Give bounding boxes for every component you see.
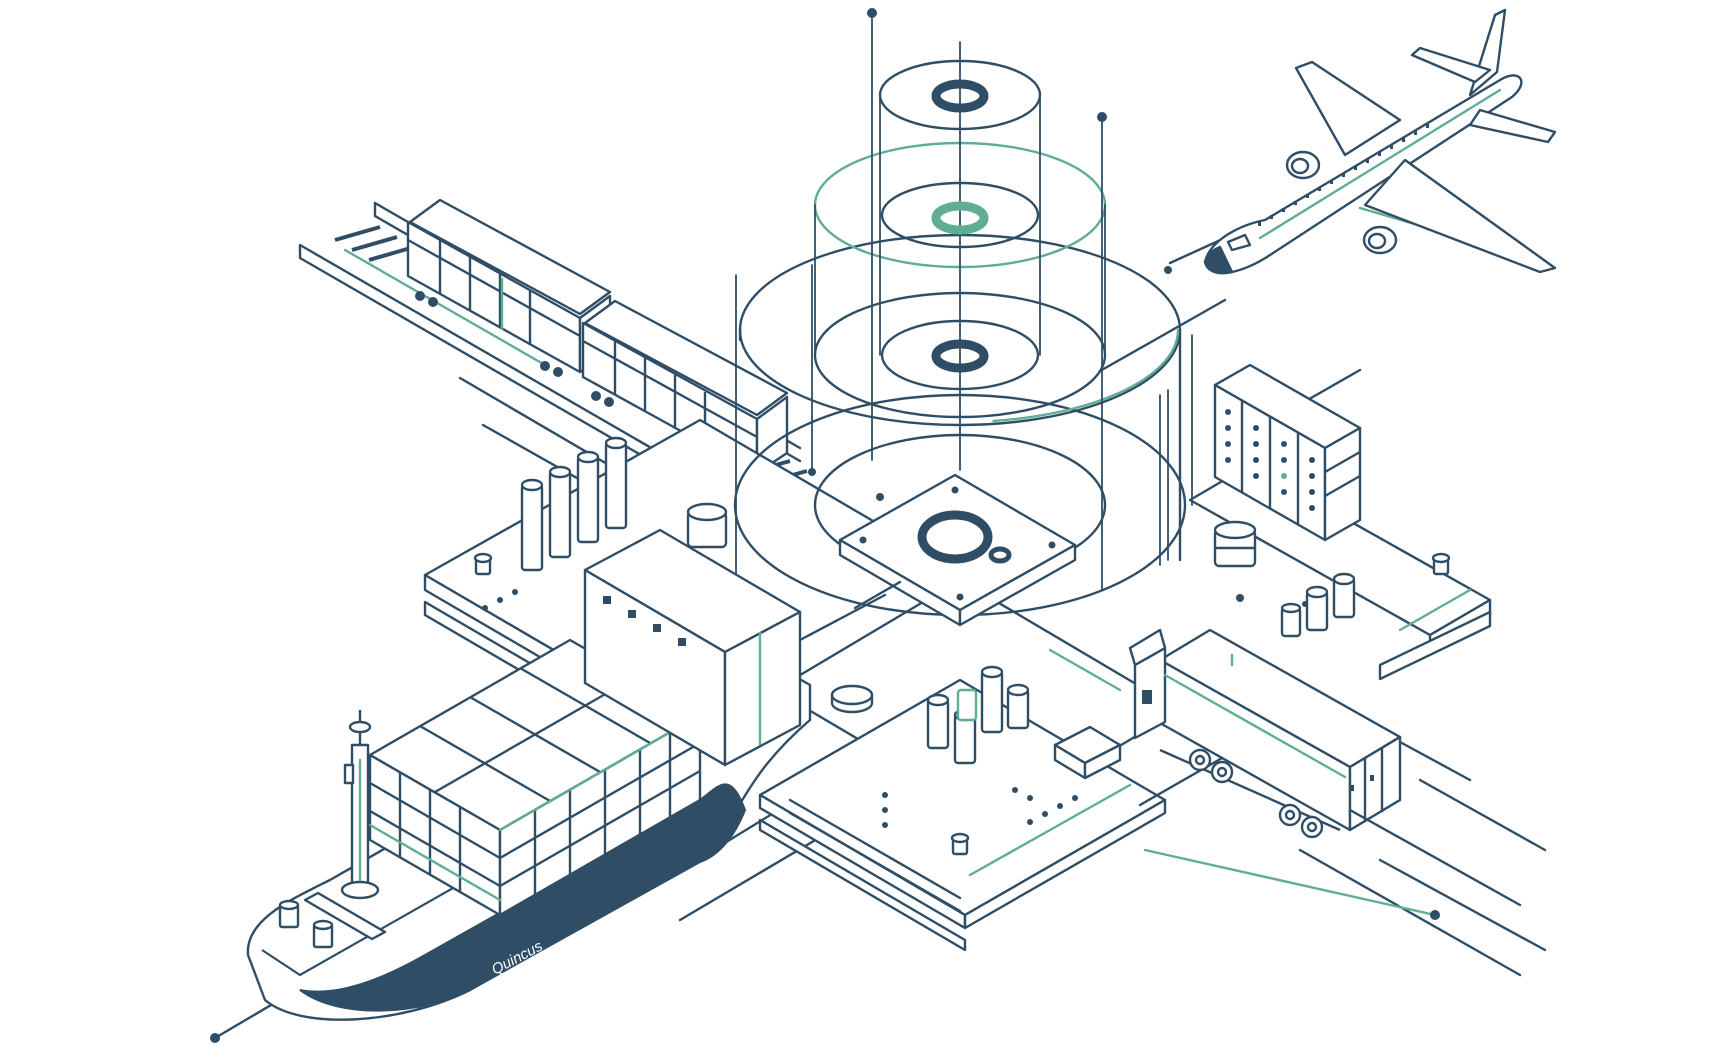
platform-green-accents (968, 588, 1472, 877)
small-crate (1053, 725, 1122, 780)
train-car-1 (406, 198, 612, 374)
airplane (1203, 8, 1557, 275)
warehouse-windows (1225, 409, 1315, 511)
ring-token-top (931, 79, 989, 113)
ring-token-middle (931, 339, 989, 373)
truck-door-latches (1142, 690, 1374, 791)
signal-rings (733, 12, 1193, 651)
quincus-logo-icon (917, 510, 1012, 564)
airplane-windows (1258, 124, 1429, 226)
warehouse-building (1213, 363, 1362, 542)
airplane-green-stripe (1258, 88, 1502, 240)
bridge-windows (603, 596, 686, 646)
truck-green-details (1163, 653, 1347, 779)
delivery-truck (1128, 628, 1402, 839)
storage-tanks (473, 436, 1451, 856)
foreground-lines (798, 580, 1547, 907)
ship-bridge (583, 528, 802, 767)
deck-items (278, 891, 387, 949)
ship-hull-dark (299, 783, 747, 1012)
ring-token-green (931, 201, 989, 235)
container-green-stripes (368, 713, 702, 902)
rail-green-stripe (343, 248, 547, 367)
cargo-ship: Quincus (246, 528, 812, 1021)
